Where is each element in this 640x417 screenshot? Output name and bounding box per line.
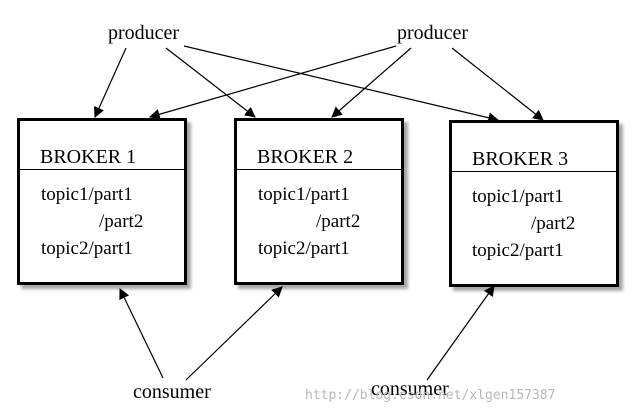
broker-3-line-1: topic1/part1: [472, 186, 564, 207]
consumer-2-label: consumer: [371, 378, 449, 400]
arrow-producer2-broker3: [451, 47, 544, 121]
producer-2-label: producer: [397, 22, 469, 44]
broker-2-box: BROKER 2 topic1/part1 /part2 topic2/part…: [234, 118, 404, 285]
broker-3-title: BROKER 3: [472, 148, 569, 170]
broker-1-line-1: topic1/part1: [41, 184, 133, 205]
broker-3-line-2: /part2: [531, 213, 576, 234]
watermark-text: http://blog.csdn.net/xlgen157387: [305, 388, 556, 403]
arrow-consumer1-broker1: [119, 288, 164, 379]
broker-3-box: BROKER 3 topic1/part1 /part2 topic2/part…: [449, 120, 619, 287]
broker-3-divider: [452, 171, 616, 172]
broker-2-title: BROKER 2: [257, 146, 354, 168]
broker-2-line-2: /part2: [316, 211, 361, 232]
broker-1-box: BROKER 1 topic1/part1 /part2 topic2/part…: [17, 118, 187, 285]
broker-1-line-2: /part2: [99, 211, 144, 232]
arrow-producer1-broker1: [94, 47, 127, 118]
arrow-consumer1-broker2: [185, 286, 283, 381]
arrow-producer1-broker2: [165, 47, 256, 118]
producer-1-label: producer: [108, 22, 180, 44]
arrow-producer2-broker2: [331, 47, 412, 118]
broker-2-divider: [237, 169, 401, 170]
broker-3-line-3: topic2/part1: [472, 240, 564, 261]
consumer-1-label: consumer: [133, 381, 211, 403]
arrow-consumer2-broker3: [426, 285, 495, 381]
broker-2-line-1: topic1/part1: [258, 184, 350, 205]
broker-1-divider: [20, 169, 184, 170]
arrow-producer1-broker3: [183, 45, 500, 124]
broker-1-line-3: topic2/part1: [41, 238, 133, 259]
broker-1-title: BROKER 1: [40, 146, 137, 168]
broker-2-line-3: topic2/part1: [258, 238, 350, 259]
arrow-producer2-broker1: [148, 45, 397, 120]
